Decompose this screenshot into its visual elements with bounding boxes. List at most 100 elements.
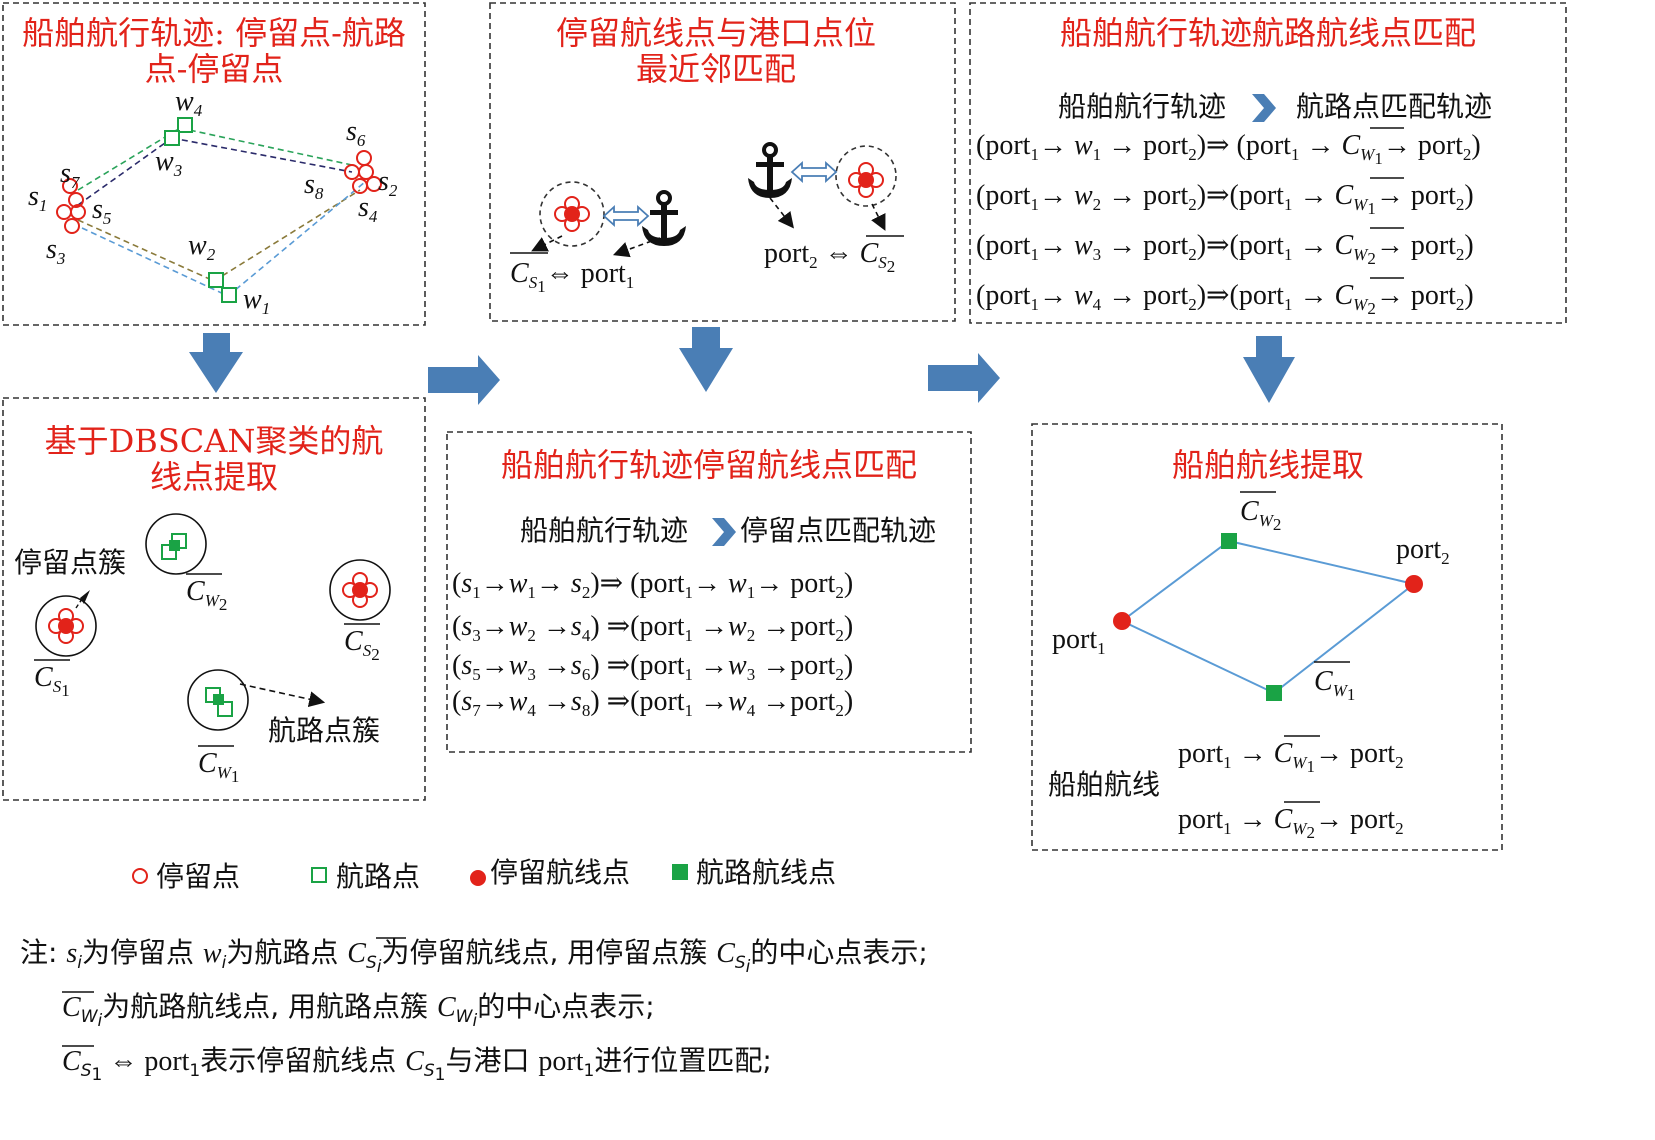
legend-stay-point-icon (132, 868, 148, 884)
waypoint-match-title: 船舶航行轨迹航路航线点匹配 (1060, 14, 1476, 52)
legend-stay-route-point: 停留航线点 (490, 856, 630, 889)
note-prefix: 注: (20, 936, 57, 969)
dbscan-waypoint-cluster-1 (145, 513, 207, 575)
waypoint-squares-top (164, 117, 193, 146)
legend-waypoint: 航路点 (336, 860, 420, 893)
svg-text:(port1→ w4 → port2)⇒(port1 → C: (port1→ w4 → port2)⇒(port1 → CW2→ port2) (976, 280, 1474, 318)
panel-waypoint-match-box (969, 2, 1567, 324)
route-graph (1113, 533, 1423, 701)
note-line3-b: 与港口 (445, 1044, 529, 1077)
panel-port-match-box (489, 2, 956, 322)
svg-text:port2: port2 (1396, 534, 1450, 568)
svg-text:CWi为航路航线点, 用航路点簇 CWi的中心: CWi为航路航线点, 用航路点簇 CWi的中心点表示; (62, 990, 655, 1031)
svg-text:CW1: CW1 (1314, 666, 1355, 704)
dbscan-stay-cluster-1 (35, 590, 97, 657)
svg-text:(s1→w1→ s2)⇒ (port1→ w1→ port: (s1→w1→ s2)⇒ (port1→ w1→ port2) (452, 568, 853, 602)
stay-point-cluster-left (56, 178, 86, 234)
svg-text:注: si为停留点 wi为航路点: 注: si为停留点 wi为航路点 CSi为停留航线点, 用停留点簇 CSi的中心… (20, 936, 928, 977)
legend-stay-route-point-icon (470, 870, 486, 886)
svg-text:w1: w1 (243, 284, 270, 318)
legend-waypoint-route-point-icon (672, 864, 688, 880)
trajectory-title-line2: 点-停留点 (145, 50, 284, 88)
svg-text:(s7→w4 →s8) ⇒(port1 →w4 →port2: (s7→w4 →s8) ⇒(port1 →w4 →port2) (452, 686, 853, 720)
dbscan-centroid-labels: CW2 CS2 CS1 CW1 (34, 573, 380, 786)
chevron-right-icon (712, 518, 736, 546)
svg-text:s5: s5 (92, 194, 111, 228)
svg-text:s3: s3 (46, 234, 65, 268)
note-line1-b: 为航路点 (226, 936, 338, 969)
svg-text:CS1 ⇔ port1表示停留航线点 CS1与: CS1 ⇔ port1表示停留航线点 CS1与港口 port1进行位置匹配; (62, 1044, 772, 1085)
waypoint-cluster-label: 航路点簇 (268, 714, 380, 747)
svg-text:CS1: CS1 (34, 662, 70, 700)
route-label: 船舶航线 (1048, 768, 1160, 801)
panel-dbscan-box (2, 397, 426, 801)
port-match-left-label: CS1⇔ port1 (510, 252, 634, 296)
svg-text:CW2: CW2 (1240, 496, 1281, 534)
dbscan-stay-cluster-2 (329, 559, 391, 621)
panel-stay-match-box (446, 431, 972, 753)
dbscan-title-line2: 线点提取 (150, 458, 278, 496)
waypoint-flow-left: 船舶航行轨迹 (1058, 90, 1226, 123)
arrow-right-2 (928, 353, 1000, 403)
stay-match-title: 船舶航行轨迹停留航线点匹配 (501, 446, 917, 484)
dbscan-waypoint-cluster-2 (187, 669, 326, 731)
svg-text:port1 → CW1→ port2: port1 → CW1→ port2 (1178, 738, 1404, 776)
waypoint-squares-bottom (208, 272, 237, 303)
notes: 注: si为停留点 wi为航路点 CSi为停留航线点, 用停留点簇 CSi的中心… (20, 936, 928, 1085)
svg-text:(port1→ w1 → port2)⇒ (port1 →: (port1→ w1 → port2)⇒ (port1 → CW1→ port2… (976, 130, 1481, 168)
panel-trajectory-box (2, 2, 426, 326)
svg-text:s1: s1 (28, 181, 47, 215)
trajectory-point-labels: s7 s1 s5 s3 w4 w3 w2 w1 s6 s8 s2 s4 (28, 86, 398, 318)
svg-text:s8: s8 (304, 169, 324, 203)
dbscan-title-line1: 基于DBSCAN聚类的航 (45, 422, 384, 460)
port-match-left-group (531, 181, 688, 258)
trajectory-title-line1: 船舶航行轨迹: 停留点-航路 (22, 14, 406, 52)
waypoint-match-overbars (1370, 127, 1404, 279)
arrow-down-3 (1243, 336, 1295, 403)
route-extract-title: 船舶航线提取 (1172, 446, 1364, 484)
panel-route-extract-box (1031, 423, 1503, 851)
svg-text:CW1: CW1 (198, 748, 239, 786)
svg-text:s2: s2 (378, 166, 398, 200)
svg-text:s7: s7 (60, 158, 81, 192)
arrow-right-1 (428, 355, 500, 405)
port-match-title-line1: 停留航线点与港口点位 (556, 14, 876, 52)
waypoint-match-formulas: (port1→ w1 → port2)⇒ (port1 → CW1→ port2… (976, 130, 1481, 318)
svg-text:port1: port1 (1052, 624, 1106, 658)
route-formulas: port1 → CW1→ port2 port1 → CW2→ port2 (1178, 735, 1404, 842)
waypoint-flow-right: 航路点匹配轨迹 (1296, 90, 1492, 123)
svg-text:s4: s4 (358, 192, 378, 226)
svg-text:(s5→w3 →s6) ⇒(port1 →w3 →port2: (s5→w3 →s6) ⇒(port1 →w3 →port2) (452, 650, 853, 684)
arrow-down-1 (189, 333, 243, 393)
legend-waypoint-route-point: 航路航线点 (696, 856, 836, 889)
svg-text:port2 ⇔ CS2: port2 ⇔ CS2 (764, 238, 895, 276)
route-graph-labels: CW2 port2 port1 CW1 (1052, 491, 1450, 704)
port-match-right-label: port2 ⇔ CS2 (764, 235, 904, 276)
svg-text:port1 → CW2→ port2: port1 → CW2→ port2 (1178, 804, 1404, 842)
stay-flow-right: 停留点匹配轨迹 (740, 514, 936, 547)
chevron-right-icon (1252, 94, 1276, 122)
svg-text:(port1→ w3 → port2)⇒(port1 → C: (port1→ w3 → port2)⇒(port1 → CW2→ port2) (976, 230, 1474, 268)
stay-point-cluster-right (344, 150, 382, 194)
svg-text:CS2: CS2 (344, 626, 380, 664)
svg-text:CS1⇔ port1: CS1⇔ port1 (510, 258, 634, 296)
stay-match-formulas: (s1→w1→ s2)⇒ (port1→ w1→ port2) (s3→w2 →… (452, 568, 853, 720)
legend-stay-point: 停留点 (156, 860, 240, 893)
legend-waypoint-icon (311, 867, 327, 883)
note-line3-c: 进行位置匹配; (594, 1044, 771, 1077)
stay-flow-left: 船舶航行轨迹 (520, 514, 688, 547)
note-line1-d: 的中心点表示; (750, 936, 927, 969)
arrow-down-2 (679, 327, 733, 392)
legend: 停留点 航路点 停留航线点 航路航线点 (132, 856, 836, 893)
svg-text:w2: w2 (188, 230, 216, 264)
svg-text:w3: w3 (155, 146, 182, 180)
note-overbars (62, 937, 406, 1047)
note-line1-c: 为停留航线点, 用停留点簇 (381, 936, 707, 969)
note-line1-a: 为停留点 (82, 936, 194, 969)
port-match-right-group (746, 142, 897, 231)
svg-text:(port1→ w2 → port2)⇒(port1 → C: (port1→ w2 → port2)⇒(port1 → CW1→ port2) (976, 180, 1474, 218)
svg-text:s6: s6 (346, 116, 366, 150)
stay-cluster-label: 停留点簇 (14, 546, 126, 579)
